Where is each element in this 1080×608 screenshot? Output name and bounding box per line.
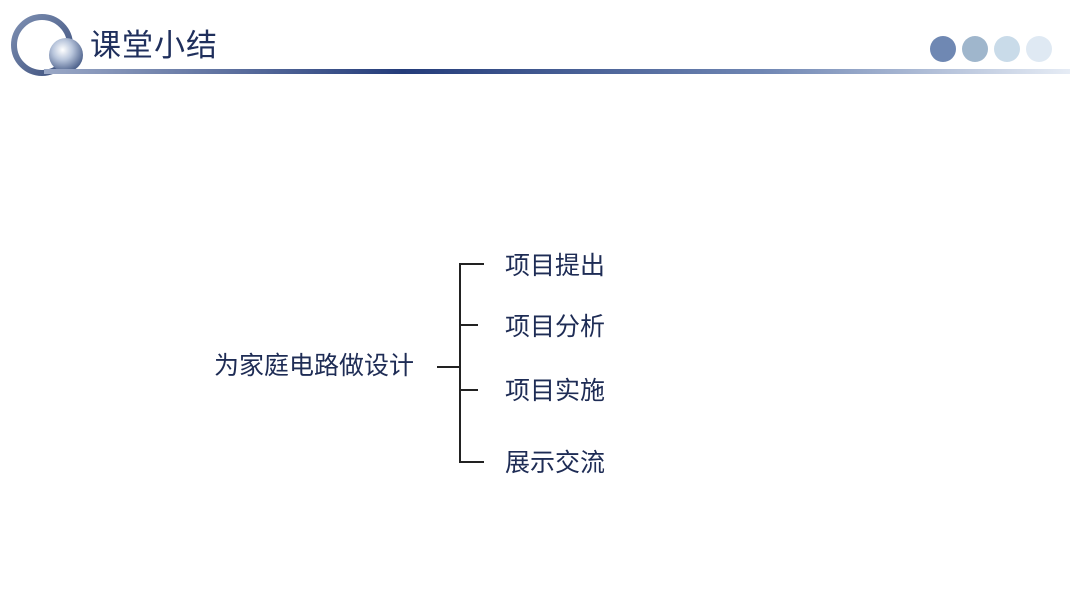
progress-dot-4 — [1026, 36, 1052, 62]
progress-dot-1 — [930, 36, 956, 62]
slide-title: 课堂小结 — [90, 28, 218, 64]
progress-dot-2 — [962, 36, 988, 62]
progress-dots — [930, 36, 1052, 62]
branch-label-2: 项目分析 — [505, 312, 606, 341]
ring-sphere-logo-icon — [11, 14, 83, 76]
progress-dot-3 — [994, 36, 1020, 62]
header-rule — [44, 69, 1070, 74]
branch-label-1: 项目提出 — [505, 251, 606, 280]
branch-label-4: 展示交流 — [505, 448, 606, 477]
root-node-label: 为家庭电路做设计 — [214, 351, 415, 380]
branch-label-3: 项目实施 — [505, 376, 606, 405]
